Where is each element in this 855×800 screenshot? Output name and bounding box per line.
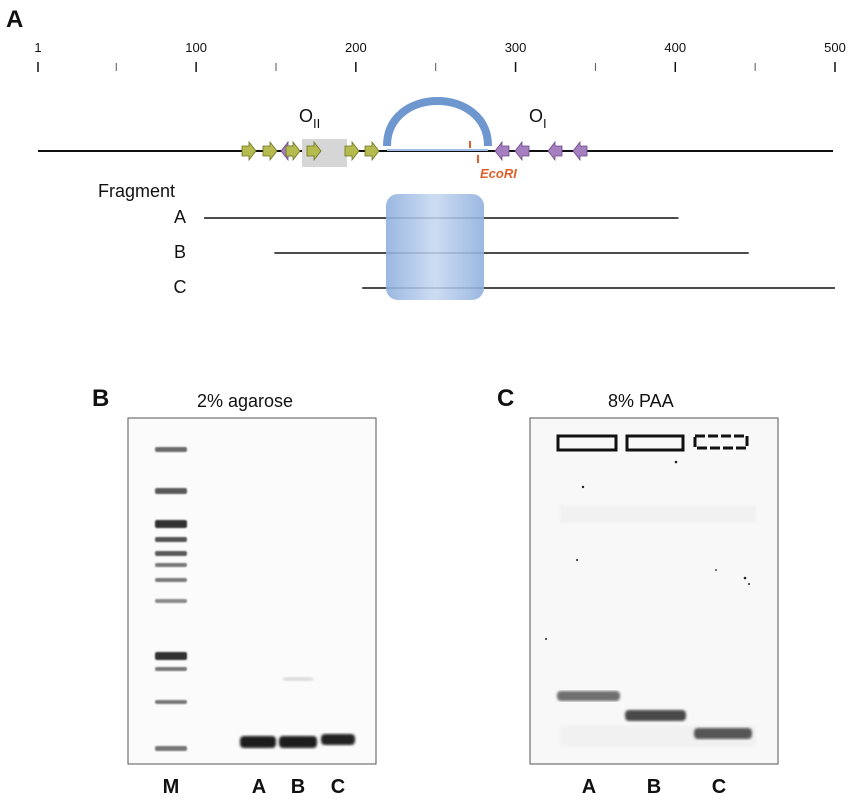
operator-i-label: OI [529,106,547,131]
paa-lane-labels: A B C [582,776,726,798]
forward-site-arrow [306,140,322,162]
fragment-label-a: A [174,207,186,227]
reverse-site-arrow [572,140,588,162]
ecori-label: EcoRI [480,166,517,181]
forward-site-arrow [262,140,278,162]
agarose-lane-label: B [291,776,305,798]
marker-ladder [155,447,187,751]
forward-site-arrow [344,140,360,162]
reverse-site-arrow [514,140,530,162]
paa-gel [529,417,779,765]
agarose-sample-bands [240,677,355,748]
paa-wells [556,434,749,452]
panel-c: C 8% PAA [497,385,779,798]
paa-lane-label: A [582,776,596,798]
agarose-lane-label: M [163,776,180,798]
position-ruler: 1 100 200 300 400 500 [34,40,846,72]
ruler-tick-label: 1 [34,40,41,55]
forward-site-arrow [241,140,257,162]
agarose-lane-label: C [331,776,345,798]
panel-b-title: 2% agarose [197,391,293,411]
agarose-gel [127,417,377,765]
panel-a-letter: A [6,6,23,33]
fragment-label-c: C [174,277,187,297]
fragment-lines: ABC [174,207,835,297]
loop-region-box [386,194,484,300]
panel-b-letter: B [92,385,109,412]
ruler-tick-label: 400 [664,40,686,55]
fragment-label-b: B [174,242,186,262]
panel-a: A 1 100 200 300 400 500 OII OI EcoRI Fragment… [6,6,846,300]
ruler-tick-label: 100 [185,40,207,55]
panel-c-letter: C [497,385,514,412]
agarose-lane-label: A [252,776,266,798]
panel-b: B 2% agarose M A B C [92,385,377,798]
fragment-heading: Fragment [98,181,175,201]
paa-lane-label: C [712,776,726,798]
reverse-site-arrow [494,140,510,162]
dna-loop-arc [383,97,492,147]
operator-ii-label: OII [299,106,320,131]
ruler-tick-label: 300 [505,40,527,55]
paa-sample-bands [557,691,752,739]
binding-site-arrows [241,140,588,162]
ruler-tick-label: 200 [345,40,367,55]
reverse-site-arrow [547,140,563,162]
ruler-tick-label: 500 [824,40,846,55]
paa-lane-label: B [647,776,661,798]
forward-site-arrow [285,140,301,162]
panel-c-title: 8% PAA [608,391,674,411]
forward-site-arrow [364,140,380,162]
